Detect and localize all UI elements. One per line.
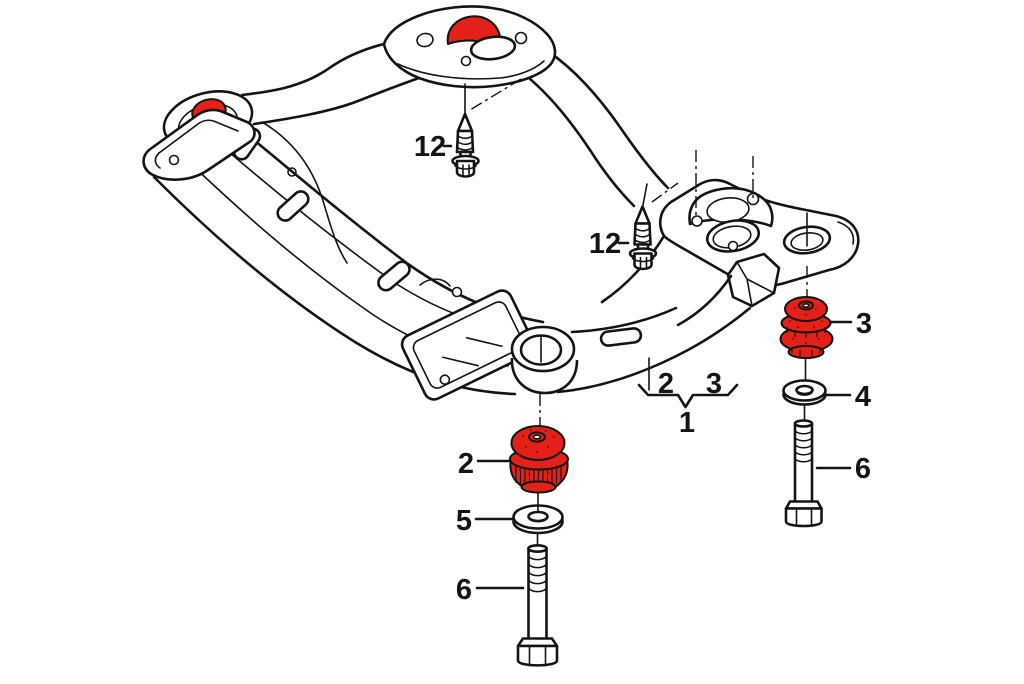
callout-3-bushing-rear[interactable]: 3 [856, 308, 872, 340]
callout-2-bushing-front[interactable]: 2 [458, 448, 474, 480]
bushing-front-stipple [517, 428, 559, 483]
callout-6-bolt-rear[interactable]: 6 [855, 453, 871, 485]
part-screw-lower[interactable] [628, 205, 658, 271]
callout-group-ref-2[interactable]: 2 [658, 368, 674, 400]
top-mount-plate [382, 5, 557, 89]
rear-bracket [600, 178, 860, 327]
left-pointed-bracket [142, 108, 256, 181]
callout-leader-lines [442, 144, 853, 590]
callout-6-bolt-front[interactable]: 6 [456, 574, 472, 606]
callout-12-lower[interactable]: 12 [589, 228, 621, 260]
assembly-group-bracket [637, 357, 739, 409]
subframe-line-art [142, 5, 860, 430]
part-stack-axes [536, 357, 807, 547]
part-washer-rear[interactable] [782, 379, 827, 406]
centre-bracket-plate [400, 289, 536, 401]
part-screw-upper[interactable] [451, 112, 480, 178]
part-bolt-front[interactable] [516, 543, 559, 667]
part-bolt-rear[interactable] [784, 419, 823, 528]
callout-12-upper[interactable]: 12 [414, 131, 446, 163]
callout-5-washer-front[interactable]: 5 [456, 505, 472, 537]
callout-group-ref-3[interactable]: 3 [706, 368, 722, 400]
centerlines [469, 78, 808, 430]
part-bushing-front[interactable] [509, 425, 569, 494]
callout-1-assembly[interactable]: 1 [679, 407, 695, 439]
centre-mount-bore [510, 325, 579, 395]
part-bushing-rear[interactable] [779, 296, 834, 359]
bushing-rear-stipple [788, 306, 824, 355]
callout-4-washer-rear[interactable]: 4 [855, 381, 871, 413]
